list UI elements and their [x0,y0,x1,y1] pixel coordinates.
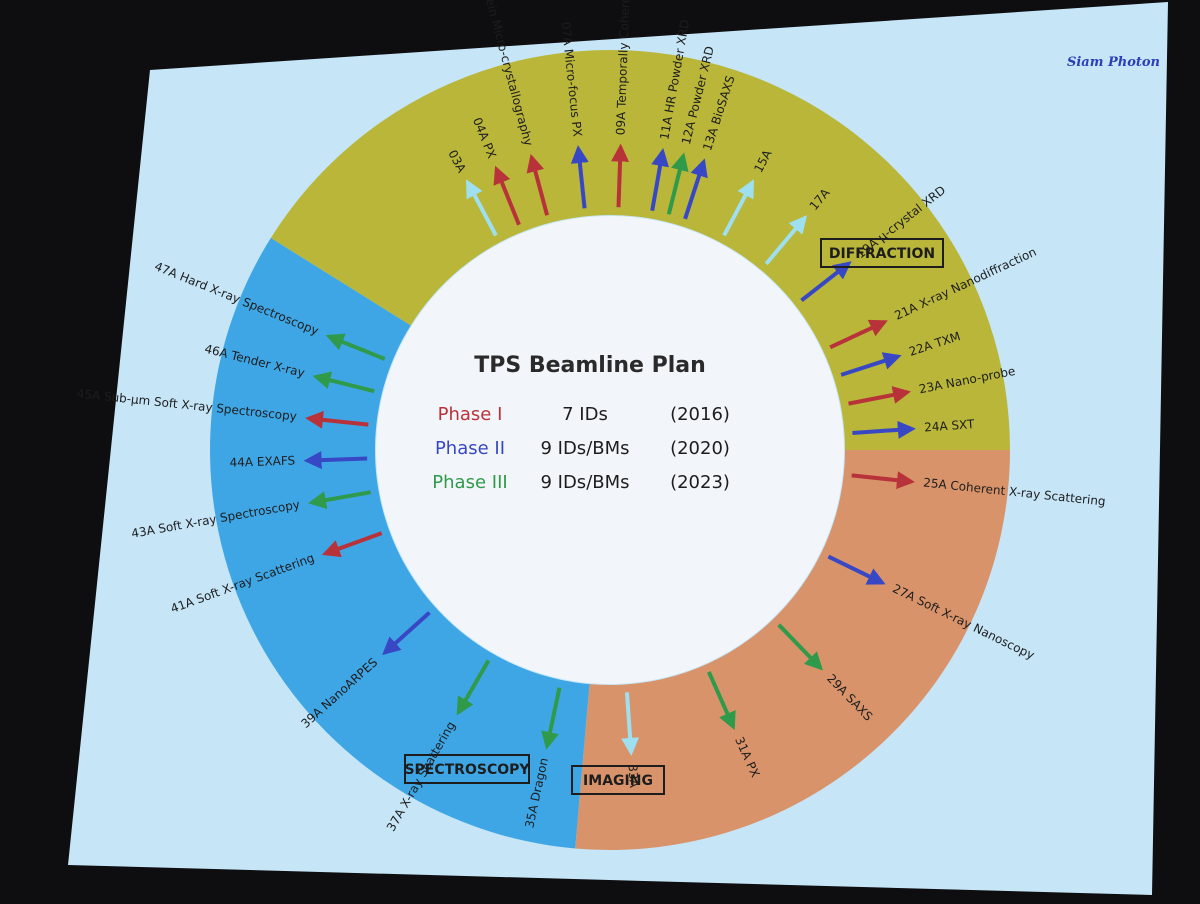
section-labels: DIFFRACTION IMAGING SPECTROSCOPY [404,238,944,795]
beamline-arrow [777,623,823,671]
ring-sections [210,50,1010,850]
section-box-imaging: IMAGING [571,765,665,795]
phase-legend: Phase I 7 IDs (2016) Phase II 9 IDs/BMs (2020… [432,404,730,493]
beamline-arrow [570,145,589,209]
beamline-arrow [611,143,630,208]
phase-count: 7 IDs [562,404,608,425]
beamline-arrow [707,671,736,731]
beamline-label: 44A EXAFS [229,453,295,469]
beamline-arrow [851,471,915,490]
phase-name: Phase I [438,404,503,425]
phase-name: Phase II [435,438,505,459]
phase-count: 9 IDs/BMs [540,438,629,459]
beamline-arrow [382,611,431,656]
phase-year: (2023) [670,472,730,493]
beamline-arrow [312,371,375,394]
beamline-arrows [303,143,916,756]
beamline-arrow [325,333,386,361]
phase-year: (2020) [670,438,730,459]
beamline-arrow [827,554,886,585]
beamline-arrow [305,410,369,429]
beamline-label: 24A SXT [924,417,976,435]
phase-year: (2016) [670,404,730,425]
section-box-spectroscopy: SPECTROSCOPY [404,754,530,784]
beamline-arrow [764,215,808,266]
beamline-arrow [683,158,708,220]
section-label: SPECTROSCOPY [404,762,530,778]
section-box-diffraction: DIFFRACTION [820,238,944,268]
beamline-arrow [840,352,902,377]
beamline-arrow [308,490,372,509]
phase-name: Phase III [432,472,507,493]
beamline-arrow [321,531,383,558]
center-circle [376,216,844,684]
ring-section-imaging [575,450,1010,850]
beamline-arrow [465,179,498,237]
beamline-arrow [541,687,562,750]
beamline-arrow [493,165,521,226]
beamline-arrow [800,261,852,302]
section-label: DIFFRACTION [829,246,935,262]
beamline-arrow [526,153,550,216]
beamline-arrow [848,386,911,406]
beamline-arrow [303,451,368,470]
beamline-label: 33A [625,764,641,789]
beamline-arrow [852,420,916,439]
beamline-arrow [621,692,640,756]
phase-count: 9 IDs/BMs [540,472,629,493]
beamline-arrow [829,319,888,350]
ring-section-diffraction [270,50,1010,451]
beamline-arrow [650,148,669,212]
diagram-title: TPS Beamline Plan [474,353,706,378]
beamline-arrow [456,659,491,716]
beamline-arrow [722,179,755,237]
beamline-arrow [666,152,689,215]
siam-photon-watermark: Siam Photon [1066,55,1160,70]
ring-section-spectroscopy [210,238,590,849]
section-label: IMAGING [583,773,653,789]
